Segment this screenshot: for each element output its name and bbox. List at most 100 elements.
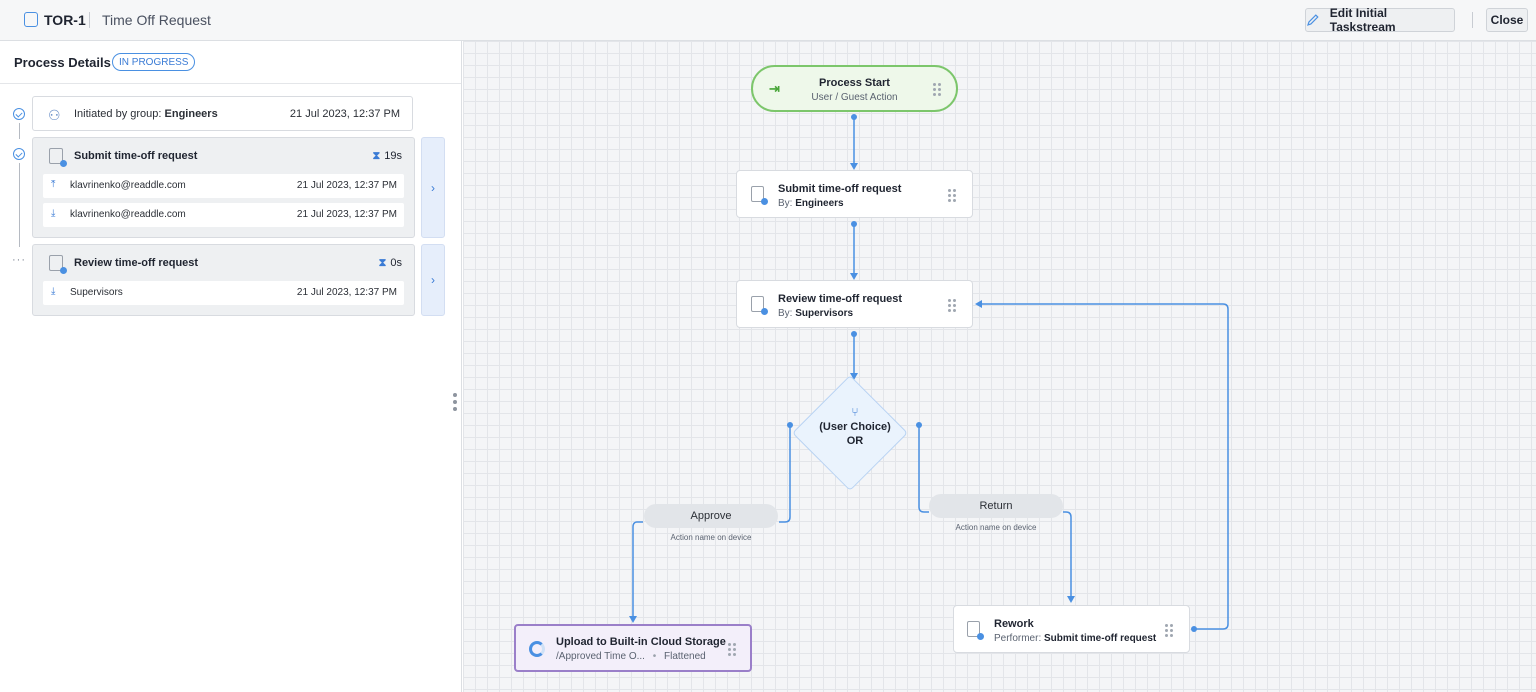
connector-dot — [851, 221, 857, 227]
arrowhead — [850, 163, 858, 170]
drag-handle-icon[interactable] — [948, 189, 956, 202]
panel-title: Process Details — [14, 55, 111, 70]
decision-operator: OR — [846, 435, 864, 447]
drag-handle-icon[interactable] — [728, 643, 736, 656]
edit-initial-taskstream-button[interactable]: Edit Initial Taskstream — [1305, 6, 1455, 34]
header-divider — [89, 12, 90, 28]
branch-icon: ⑂ — [851, 405, 859, 419]
flow-connectors — [629, 114, 1229, 632]
step-user: klavrinenko@readdle.com — [70, 180, 186, 191]
task-form-icon — [49, 255, 67, 274]
edit-button-label: Edit Initial Taskstream — [1329, 6, 1396, 34]
task-step-row: ⤓ klavrinenko@readdle.com 21 Jul 2023, 1… — [43, 203, 404, 227]
task-name: Submit time-off request — [74, 150, 198, 162]
connector-dot — [787, 422, 793, 428]
process-id: TOR-1 — [44, 12, 86, 28]
node-title: Review time-off request — [778, 293, 903, 305]
status-badge: IN PROGRESS — [112, 53, 196, 71]
approve-caption: Action name on device — [670, 533, 752, 542]
expand-chevron-icon[interactable]: › — [421, 244, 445, 316]
task-step-row: ⤓ Supervisors 21 Jul 2023, 12:37 PM — [43, 281, 404, 305]
connector-dot — [1191, 626, 1197, 632]
arrowhead — [1067, 596, 1075, 603]
review-task-node[interactable]: Review time-off request By: Supervisors — [736, 280, 973, 328]
process-start-node[interactable]: ⇥ Process Start User / Guest Action — [751, 65, 958, 112]
task-card-review[interactable]: Review time-off request ⧗0s ⤓ Supervisor… — [32, 244, 415, 316]
step-date: 21 Jul 2023, 12:37 PM — [296, 180, 397, 191]
check-circle-icon — [13, 148, 25, 160]
drag-handle-icon[interactable] — [948, 299, 956, 312]
return-action-pill[interactable]: Return — [929, 494, 1063, 518]
connector-dot — [851, 114, 857, 120]
close-button[interactable]: Close — [1486, 8, 1528, 32]
node-subtitle: By: Supervisors — [778, 308, 854, 319]
submit-task-node[interactable]: Submit time-off request By: Engineers — [736, 170, 973, 218]
task-form-icon — [967, 621, 984, 640]
download-arrow-icon: ⤓ — [51, 208, 56, 219]
task-step-row: ⤒ klavrinenko@readdle.com 21 Jul 2023, 1… — [43, 174, 404, 198]
connector-rework-review — [981, 303, 1229, 630]
approve-action-pill[interactable]: Approve — [644, 504, 778, 528]
arrowhead — [629, 616, 637, 623]
flow-canvas[interactable]: ⇥ Process Start User / Guest Action Subm… — [463, 41, 1536, 692]
initiated-text: Initiated by group: Engineers — [74, 108, 218, 120]
timeline-line — [19, 163, 20, 247]
step-user: klavrinenko@readdle.com — [70, 209, 186, 220]
task-form-icon — [751, 296, 768, 315]
node-subtitle: User / Guest Action — [811, 92, 898, 103]
step-user: Supervisors — [70, 287, 123, 298]
drag-handle-icon[interactable] — [1165, 624, 1173, 637]
task-name: Review time-off request — [74, 257, 199, 269]
connector-dot — [851, 331, 857, 337]
node-title: Process Start — [819, 77, 890, 89]
top-bar: TOR-1 Time Off Request Edit Initial Task… — [0, 0, 1536, 41]
node-subtitle: By: Engineers — [778, 198, 844, 209]
header-divider — [1472, 12, 1473, 28]
process-icon — [24, 12, 38, 27]
panel-resize-handle[interactable] — [453, 393, 457, 414]
divider — [0, 83, 461, 84]
connector-return-rework — [1063, 511, 1072, 597]
return-caption: Action name on device — [955, 523, 1037, 532]
cloud-storage-icon — [529, 641, 545, 657]
task-form-icon — [751, 186, 768, 205]
node-subtitle: Performer: Submit time-off request — [994, 633, 1157, 644]
upload-cloud-storage-node[interactable]: Upload to Built-in Cloud Storage /Approv… — [514, 624, 752, 672]
decision-label: ⑂ (User Choice) OR — [793, 405, 917, 447]
arrowhead — [850, 373, 858, 380]
node-title: Submit time-off request — [778, 183, 902, 195]
download-arrow-icon: ⤓ — [51, 286, 56, 297]
initiated-card: ⚇ Initiated by group: Engineers 21 Jul 2… — [32, 96, 413, 131]
task-card-submit[interactable]: Submit time-off request ⧗19s ⤒ klavrinen… — [32, 137, 415, 238]
task-duration: ⧗19s — [372, 150, 402, 162]
decision-type: (User Choice) — [819, 421, 891, 433]
hourglass-icon: ⧗ — [378, 257, 387, 269]
initiated-date: 21 Jul 2023, 12:37 PM — [289, 108, 400, 120]
step-date: 21 Jul 2023, 12:37 PM — [296, 287, 397, 298]
node-title: Upload to Built-in Cloud Storage — [556, 636, 726, 648]
group-icon: ⚇ — [48, 107, 61, 123]
expand-chevron-icon[interactable]: › — [421, 137, 445, 238]
connector-dot — [916, 422, 922, 428]
pending-dots-icon: ··· — [12, 254, 26, 266]
node-title: Rework — [994, 618, 1034, 630]
arrowhead — [850, 273, 858, 280]
process-title: Time Off Request — [102, 12, 211, 28]
connector-approve-upload — [632, 521, 643, 617]
connector-decision-return — [918, 425, 929, 513]
task-duration: ⧗0s — [378, 257, 402, 269]
step-date: 21 Jul 2023, 12:37 PM — [296, 209, 397, 220]
task-form-icon — [49, 148, 67, 167]
upload-arrow-icon: ⤒ — [51, 179, 56, 190]
timeline-line — [19, 123, 20, 139]
drag-handle-icon[interactable] — [933, 83, 941, 96]
hourglass-icon: ⧗ — [372, 150, 381, 162]
process-details-panel: Process Details IN PROGRESS ··· ⚇ Initia… — [0, 41, 462, 692]
arrowhead — [975, 300, 982, 308]
exit-arrow-icon: ⇥ — [769, 81, 780, 96]
node-subtitle: /Approved Time O... • Flattened — [556, 651, 706, 662]
pencil-icon — [1307, 14, 1319, 26]
check-circle-icon — [13, 108, 25, 120]
rework-task-node[interactable]: Rework Performer: Submit time-off reques… — [953, 605, 1190, 653]
connector-decision-approve — [779, 425, 791, 523]
